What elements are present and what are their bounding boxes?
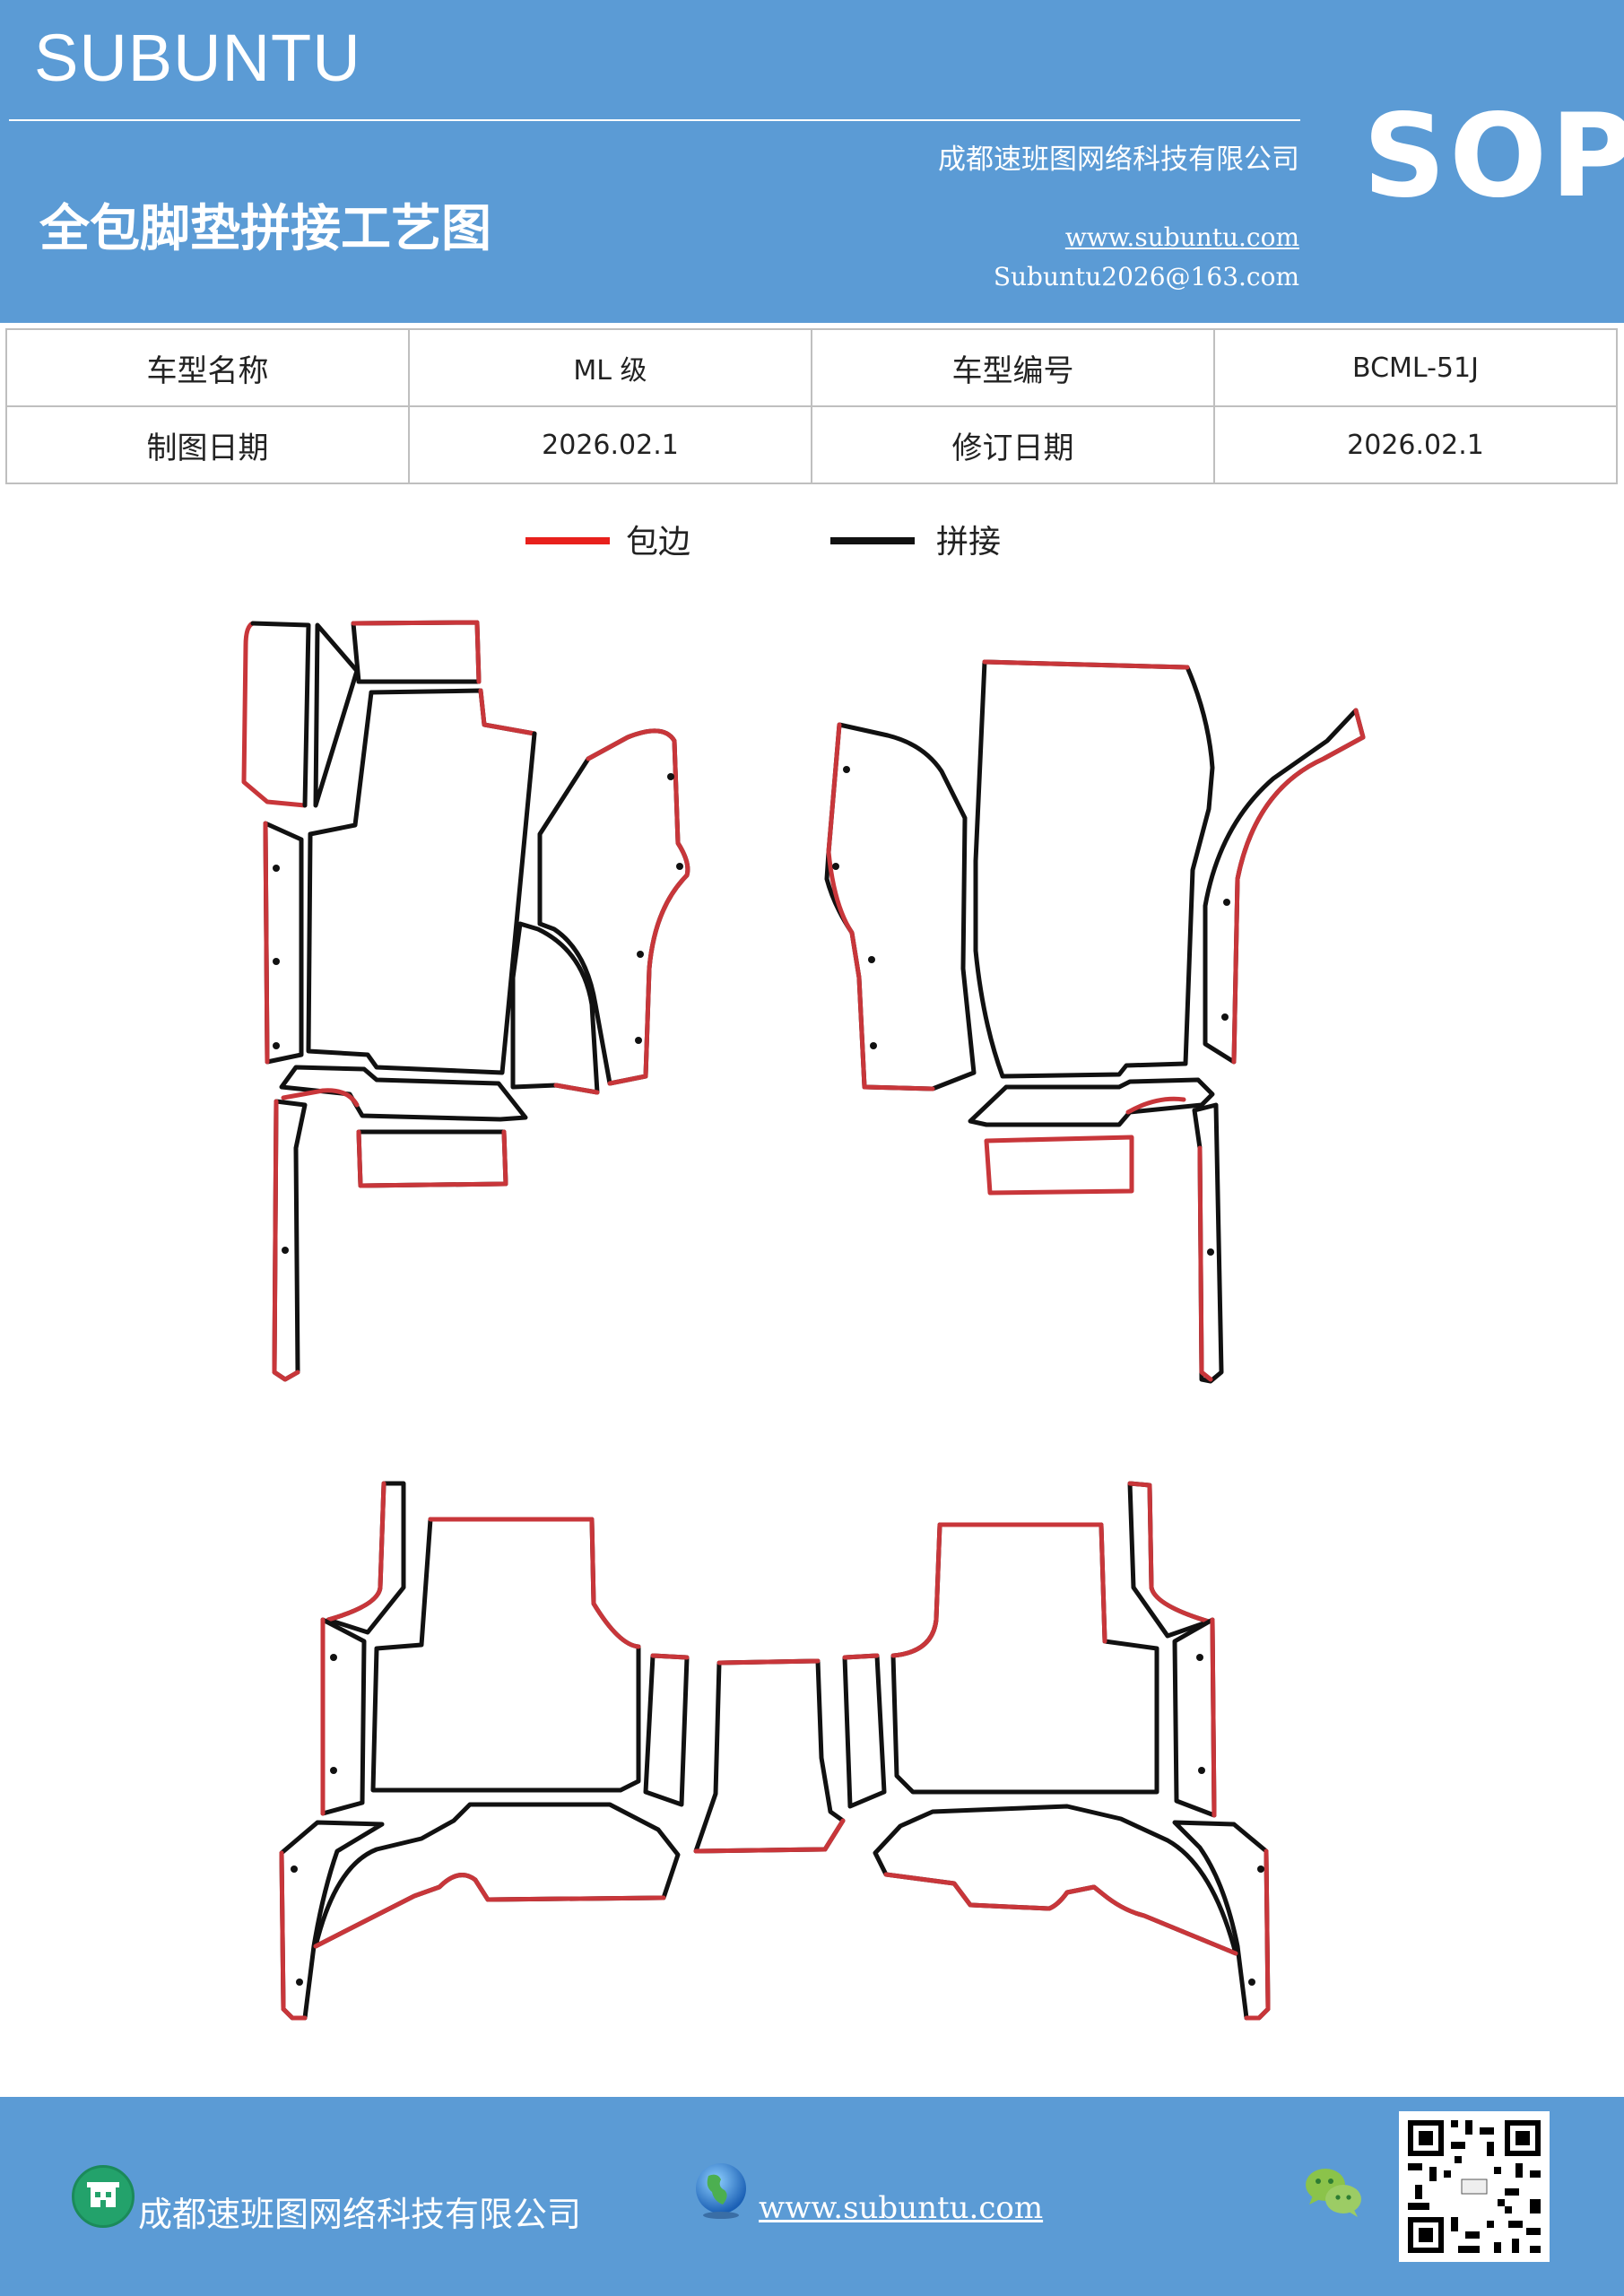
mat-piece bbox=[428, 1517, 641, 1649]
mat-piece bbox=[272, 1099, 308, 1382]
revise-date-value: 2026.02.1 bbox=[1213, 405, 1618, 484]
mat-piece bbox=[1125, 1096, 1186, 1115]
mat-piece bbox=[650, 1653, 690, 1660]
mat-piece bbox=[968, 1077, 1215, 1127]
mat-piece bbox=[313, 1873, 666, 1949]
mat-piece bbox=[842, 1653, 880, 1660]
mat-piece bbox=[326, 1481, 386, 1622]
mat-piece bbox=[693, 1658, 846, 1854]
model-name-label: 车型名称 bbox=[5, 328, 410, 407]
header-company: 成都速班图网络科技有限公司 bbox=[938, 144, 1299, 176]
info-table: 车型名称 ML 级 车型编号 BCML-51J 制图日期 2026.02.1 修… bbox=[5, 328, 1618, 484]
revise-date-label: 修订日期 bbox=[811, 405, 1215, 484]
mat-piece bbox=[1127, 1481, 1211, 1624]
wechat-icon[interactable] bbox=[1302, 2163, 1365, 2224]
mat-piece bbox=[586, 728, 690, 1086]
mat-piece bbox=[356, 1129, 508, 1188]
model-code-value: BCML-51J bbox=[1213, 328, 1618, 407]
mat-piece bbox=[478, 688, 537, 736]
mat-piece bbox=[890, 1522, 1107, 1658]
table-row: 车型名称 ML 级 车型编号 BCML-51J bbox=[5, 328, 1618, 407]
header-website-link[interactable]: www.subuntu.com bbox=[1064, 222, 1299, 252]
fastener-dots bbox=[273, 766, 1264, 1986]
footer-company: 成都速班图网络科技有限公司 bbox=[138, 2195, 582, 2234]
legend-label-seam: 拼接 bbox=[936, 524, 1002, 561]
mat-piece bbox=[1127, 1481, 1211, 1639]
building-icon bbox=[72, 2165, 135, 2228]
mat-piece bbox=[826, 722, 935, 1091]
mat-piece bbox=[716, 1658, 821, 1665]
header-email[interactable]: Subuntu2026@163.com bbox=[993, 262, 1299, 291]
legend-swatch-seam bbox=[830, 537, 915, 544]
draw-date-label: 制图日期 bbox=[5, 405, 410, 484]
document-title: 全包脚垫拼接工艺图 bbox=[39, 199, 491, 258]
model-name-value: ML 级 bbox=[408, 328, 812, 407]
mat-piece bbox=[306, 690, 537, 1075]
mat-piece bbox=[824, 722, 977, 1091]
mat-piece bbox=[320, 1617, 367, 1816]
qr-code bbox=[1399, 2111, 1550, 2262]
mat-piece bbox=[1172, 1820, 1271, 2021]
mat-piece bbox=[890, 1522, 1159, 1795]
mat-piece bbox=[1203, 708, 1366, 1065]
mat-piece bbox=[982, 659, 1190, 670]
brand-logo: SUBUNTU bbox=[34, 21, 361, 95]
mat-piece bbox=[326, 1481, 406, 1635]
mat-piece bbox=[313, 622, 360, 808]
mat-piece bbox=[263, 821, 304, 1065]
mat-piece bbox=[842, 1653, 887, 1809]
mat-piece bbox=[510, 921, 600, 1095]
floor-mat-diagram bbox=[241, 620, 1366, 2021]
mat-piece bbox=[1210, 1617, 1217, 1818]
mat-piece bbox=[1172, 1617, 1217, 1818]
header-banner: SUBUNTU 成都速班图网络科技有限公司 全包脚垫拼接工艺图 www.subu… bbox=[0, 0, 1624, 323]
sop-label: SOP bbox=[1363, 90, 1624, 223]
mat-piece bbox=[241, 621, 308, 808]
mat-piece bbox=[693, 1818, 846, 1854]
legend: 包边 拼接 bbox=[0, 516, 1624, 578]
legend-label-binding: 包边 bbox=[626, 524, 691, 561]
mat-piece bbox=[263, 821, 270, 1065]
mat-piece bbox=[351, 620, 482, 684]
mat-piece bbox=[1231, 708, 1366, 1065]
mat-piece bbox=[281, 1088, 360, 1108]
mat-piece bbox=[553, 1083, 600, 1095]
table-row: 制图日期 2026.02.1 修订日期 2026.02.1 bbox=[5, 405, 1618, 484]
mat-piece bbox=[1244, 1848, 1271, 2021]
header-divider bbox=[9, 119, 1300, 121]
footer-banner: 成都速班图网络科技有限公司 www.subuntu.com bbox=[0, 2097, 1624, 2296]
mat-piece bbox=[250, 621, 311, 808]
mat-piece bbox=[883, 1872, 1238, 1956]
mat-piece bbox=[973, 659, 1215, 1079]
mat-piece bbox=[272, 1099, 300, 1382]
mat-piece bbox=[1197, 1145, 1213, 1382]
mat-piece bbox=[984, 1135, 1134, 1196]
mat-piece bbox=[356, 1129, 508, 1188]
model-code-label: 车型编号 bbox=[811, 328, 1215, 407]
draw-date-value: 2026.02.1 bbox=[408, 405, 812, 484]
legend-swatch-binding bbox=[525, 537, 610, 544]
globe-icon bbox=[690, 2160, 751, 2224]
mat-piece bbox=[351, 620, 482, 684]
mat-piece bbox=[370, 1517, 641, 1793]
mat-piece bbox=[643, 1653, 690, 1807]
mat-piece bbox=[279, 1850, 308, 2021]
footer-website-link[interactable]: www.subuntu.com bbox=[759, 2190, 1044, 2226]
